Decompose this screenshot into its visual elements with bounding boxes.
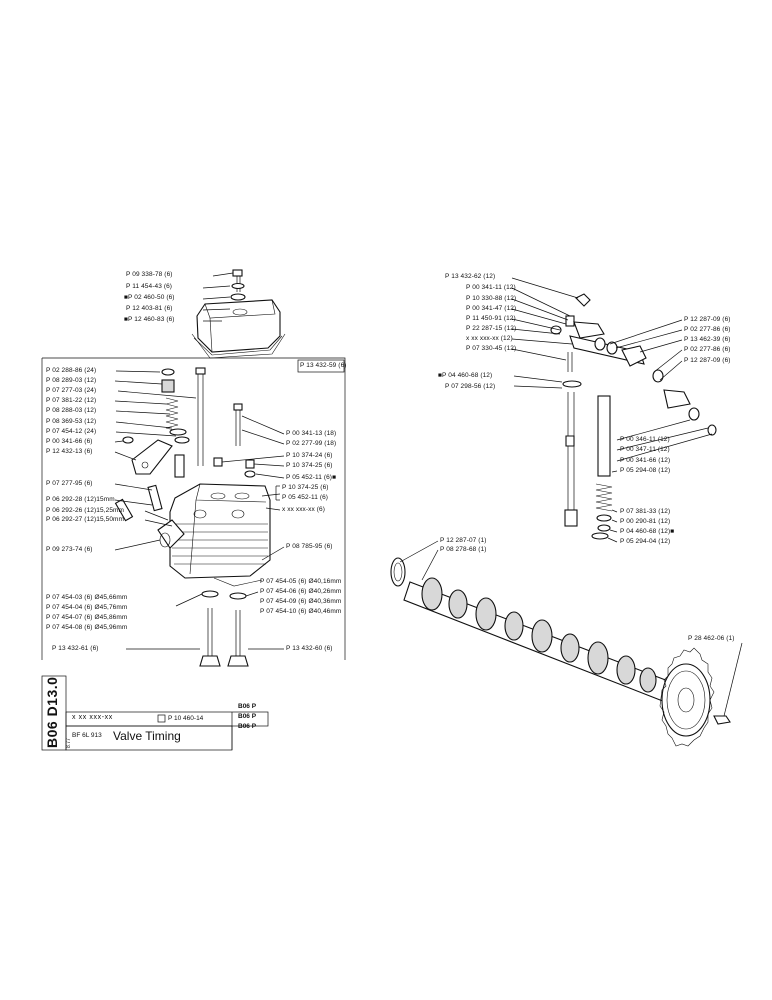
part-label: x xx xxx-xx (6) <box>282 506 326 513</box>
part-label: P 08 289-03 (12) <box>46 377 97 384</box>
part-label: ■P 12 460-83 (6) <box>124 316 175 323</box>
part-label: P 12 287-09 (6) <box>684 316 731 323</box>
part-label: P 05 294-04 (12) <box>620 538 671 545</box>
part-label: P 02 288-86 (24) <box>46 367 97 374</box>
part-label: P 05 452-11 (6) <box>282 494 329 501</box>
valve-size-label: P 07 454-04 (6) Ø45,76mm <box>46 604 128 611</box>
part-label: P 12 432-13 (6) <box>46 448 93 455</box>
part-label: P 00 341-66 (12) <box>620 457 671 464</box>
part-label: P 08 369-53 (12) <box>46 418 97 425</box>
part-label: P 07 330-45 (12) <box>466 345 517 352</box>
part-label: P 06 292-27 (12)15,50mm <box>46 516 125 523</box>
part-label: P 13 432-62 (12) <box>445 273 496 280</box>
part-label: P 07 298-56 (12) <box>445 383 496 390</box>
valve-size-label: P 07 454-05 (6) Ø40,16mm <box>260 578 342 585</box>
valve-size-label: P 07 454-09 (6) Ø40,36mm <box>260 598 342 605</box>
page-title: Valve Timing <box>113 729 181 743</box>
cylinder-head-frame <box>41 357 346 660</box>
part-label: P 00 346-11 (12) <box>620 436 670 443</box>
rocker-arm-drawing <box>511 277 717 436</box>
part-label: P 06 292-26 (12)15,25mm <box>46 507 125 514</box>
part-label: P 10 374-25 (6) <box>286 462 333 469</box>
part-label: P 22 287-15 (12) <box>466 325 517 332</box>
part-label: P 10 330-88 (12) <box>466 295 517 302</box>
part-label: P 06 292-28 (12)15mm <box>46 496 115 503</box>
part-label: P 12 287-09 (6) <box>684 357 731 364</box>
part-label: P 10 374-24 (6) <box>286 452 333 459</box>
rocker-cover-drawing <box>191 269 286 359</box>
part-label: P 12 403-81 (6) <box>126 305 173 312</box>
valve-size-label: P 07 454-06 (6) Ø40,26mm <box>260 588 342 595</box>
valve-size-label: P 07 454-08 (6) Ø45,96mm <box>46 624 128 631</box>
part-label: P 11 454-43 (6) <box>126 283 173 290</box>
part-label: P 07 454-12 (24) <box>46 428 97 435</box>
part-label: P 00 341-13 (18) <box>286 430 337 437</box>
part-label: P 02 277-99 (18) <box>286 440 337 447</box>
part-label: P 05 294-08 (12) <box>620 467 671 474</box>
pushrod-drawing <box>513 375 713 543</box>
part-label: x xx xxx-xx (12) <box>466 335 513 342</box>
part-label: P 04 460-68 (12)■ <box>620 528 675 535</box>
engine-model: BF 6L 913 <box>72 732 102 739</box>
part-label: P 08 785-95 (6) <box>286 543 333 550</box>
assembly-box-label: P 13 432-59 (6) <box>300 362 347 369</box>
part-label: P 07 381-22 (12) <box>46 397 97 404</box>
camshaft-drawing <box>390 540 743 747</box>
part-label: P 12 287-07 (1) <box>440 537 487 544</box>
part-label: P 02 277-86 (6) <box>684 346 731 353</box>
part-label: P 05 452-11 (6)■ <box>286 474 337 481</box>
part-label: P 28 462-06 (1) <box>688 635 735 642</box>
part-label: P 13 432-60 (6) <box>286 645 333 652</box>
part-label: P 11 450-91 (12) <box>466 315 516 322</box>
part-label: P 08 288-03 (12) <box>46 407 97 414</box>
small-code: 8.77 <box>66 738 72 748</box>
part-label: P 09 338-78 (6) <box>126 271 173 278</box>
part-label: P 09 273-74 (6) <box>46 546 93 553</box>
info-block-frame <box>41 675 269 751</box>
part-label: P 13 432-61 (6) <box>52 645 99 652</box>
side-code: B06 D13.0 <box>44 676 60 748</box>
part-label: ■P 02 460-50 (6) <box>124 294 175 301</box>
part-label: P 08 278-68 (1) <box>440 546 487 553</box>
part-label: P 10 374-25 (6) <box>282 484 329 491</box>
part-label: P 00 341-11 (12) <box>466 284 516 291</box>
part-label: P 07 277-03 (24) <box>46 387 97 394</box>
group-ref: B06 P <box>238 723 257 730</box>
group-ref: B06 P <box>238 713 257 720</box>
group-ref: B06 P <box>238 703 257 710</box>
valve-size-label: P 07 454-03 (6) Ø45,66mm <box>46 594 128 601</box>
cylinder-head-drawing <box>114 367 285 667</box>
part-label: P 00 341-47 (12) <box>466 305 517 312</box>
part-label: P 07 381-33 (12) <box>620 508 671 515</box>
part-label: P 13 462-39 (6) <box>684 336 731 343</box>
part-label: P 02 277-86 (6) <box>684 326 731 333</box>
ref-part: P 10 460-14 <box>168 715 204 722</box>
valve-size-label: P 07 454-07 (6) Ø45,86mm <box>46 614 128 621</box>
part-code: x xx xxx-xx <box>72 714 113 721</box>
part-label: P 00 341-66 (6) <box>46 438 93 445</box>
part-label: P 07 277-95 (6) <box>46 480 93 487</box>
part-label: ■P 04 460-68 (12) <box>438 372 493 379</box>
part-label: P 00 347-11 (12) <box>620 446 670 453</box>
part-label: P 00 290-81 (12) <box>620 518 671 525</box>
valve-size-label: P 07 454-10 (6) Ø40,46mm <box>260 608 342 615</box>
